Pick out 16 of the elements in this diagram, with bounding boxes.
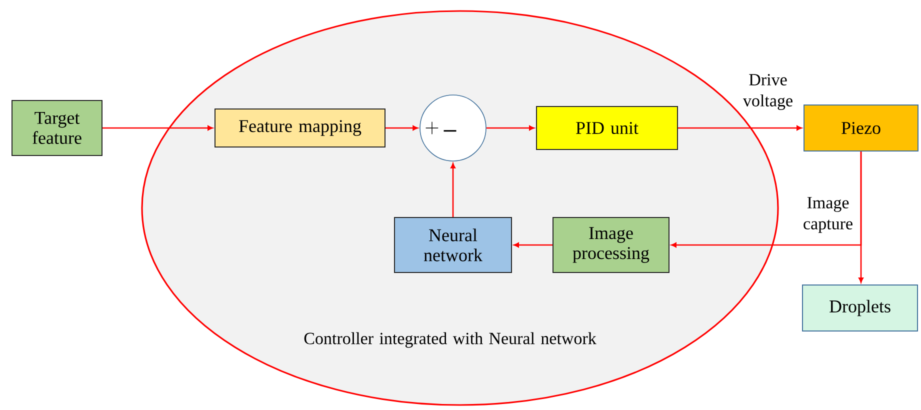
summing-junction: + _ <box>420 94 486 162</box>
process-box: Piezo <box>804 104 918 152</box>
process-box: PID unit <box>536 106 678 150</box>
arrow <box>450 163 456 217</box>
edge-label: Image capture <box>804 197 852 233</box>
process-box: Droplets <box>802 284 918 332</box>
arrow <box>858 152 864 283</box>
process-box: Image processing <box>552 217 670 273</box>
arrow <box>102 126 213 130</box>
process-box: Target feature <box>12 100 102 156</box>
arrow <box>514 242 552 248</box>
arrow <box>386 126 418 130</box>
process-box: Feature mapping <box>214 108 386 148</box>
arrow <box>486 126 534 130</box>
arrow <box>678 126 802 130</box>
process-box: Neural network <box>394 217 512 273</box>
